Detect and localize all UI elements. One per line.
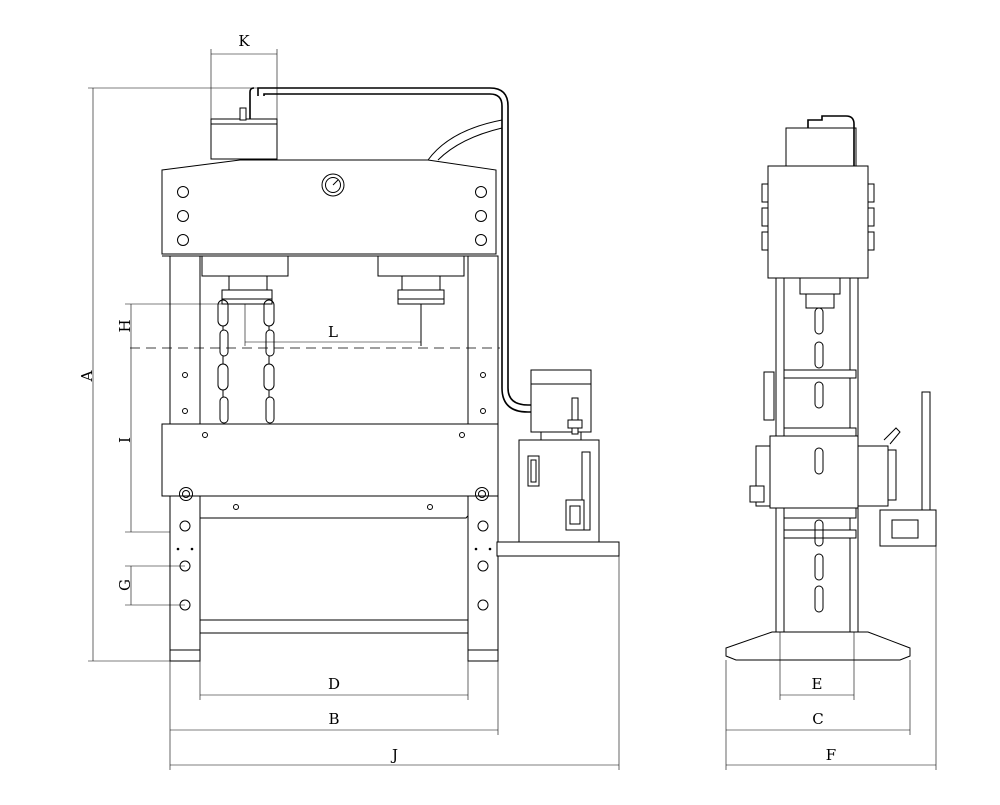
press-crown <box>161 159 497 255</box>
left-column <box>169 255 201 425</box>
dim-label-g: G <box>116 579 134 591</box>
cylinder-fitting <box>239 107 247 121</box>
pump-valve <box>565 499 585 531</box>
dim-label-b: B <box>328 710 339 728</box>
dim-label-c: C <box>812 710 823 728</box>
dim-label-j: J <box>390 746 398 764</box>
bolt-icon <box>177 234 189 246</box>
bolt-icon <box>475 234 487 246</box>
dimensions: K A H I G L D B J <box>78 32 937 770</box>
front-view <box>130 87 620 662</box>
lower-left-leg <box>169 495 201 662</box>
dim-label-f: F <box>826 746 836 764</box>
dim-label-h: H <box>116 319 134 332</box>
dim-label-d: D <box>328 675 340 693</box>
side-pump-valve <box>879 509 937 547</box>
top-cylinder <box>210 118 278 160</box>
side-chain <box>814 307 824 613</box>
dim-label-l: L <box>328 323 338 341</box>
side-cylinder <box>785 127 857 167</box>
dim-label-i: I <box>116 437 134 443</box>
lower-beam <box>199 619 469 634</box>
oil-level-gauge <box>527 455 540 487</box>
side-pump-handle <box>921 391 931 517</box>
ram-right <box>377 255 465 277</box>
lower-right-leg <box>467 495 499 662</box>
pressure-gauge-icon <box>321 173 345 197</box>
bolt-icon <box>177 186 189 198</box>
ram-left <box>201 255 289 277</box>
chain-left <box>217 299 229 424</box>
dim-label-a: A <box>78 370 96 382</box>
work-table <box>161 423 499 497</box>
dim-label-k: K <box>238 32 250 50</box>
right-column <box>467 255 499 425</box>
side-work-table <box>769 435 859 509</box>
bolt-icon <box>475 210 487 222</box>
side-view <box>725 115 937 661</box>
chain-right <box>263 299 275 424</box>
side-crown <box>767 165 869 279</box>
pump-handle <box>581 451 591 531</box>
bolt-icon <box>177 210 189 222</box>
pump-base-plate <box>496 541 620 557</box>
bolt-icon <box>475 186 487 198</box>
side-base <box>725 631 911 661</box>
dim-label-e: E <box>812 675 823 693</box>
